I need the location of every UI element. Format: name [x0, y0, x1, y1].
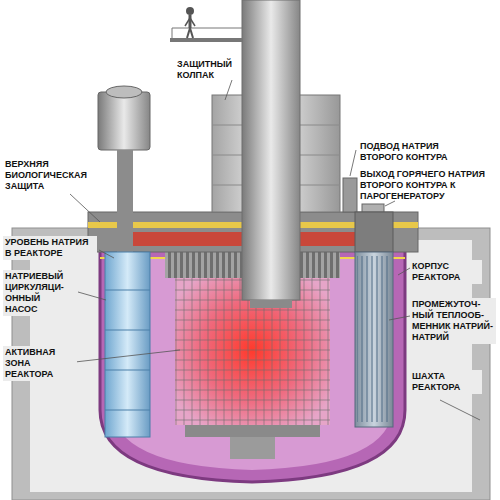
part-label: ПОДВОД НАТРИЯ ВТОРОГО КОНТУРА [358, 140, 478, 164]
part-label: УРОВЕНЬ НАТРИЯ В РЕАКТОРЕ [3, 236, 97, 260]
part-label: КОРПУС РЕАКТОРА [410, 260, 482, 284]
part-label: НАТРИЕВЫЙ ЦИРКУЛЯЦИ- ОННЫЙ НАСОС [3, 270, 77, 316]
part-label: ВЕРХНЯЯ БИОЛОГИЧЕСКАЯ ЗАЩИТА [3, 158, 97, 193]
part-label: АКТИВНАЯ ЗОНА РЕАКТОРА [3, 346, 77, 381]
part-label: ШАХТА РЕАКТОРА [410, 370, 482, 394]
part-label: ЗАЩИТНЫЙ КОЛПАК [175, 58, 241, 82]
part-label: ПРОМЕЖУТОЧ- НЫЙ ТЕПЛООБ- МЕННИК НАТРИЙ-Н… [410, 298, 496, 344]
part-label: ВЫХОД ГОРЯЧЕГО НАТРИЯ ВТОРОГО КОНТУРА К … [358, 168, 495, 203]
